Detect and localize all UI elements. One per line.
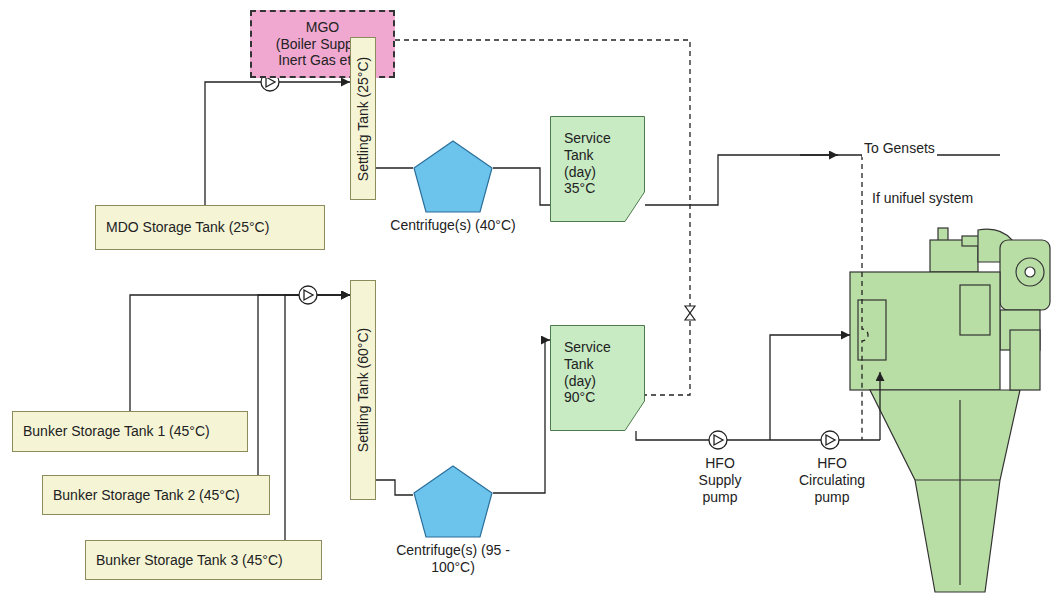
storage-tank: Bunker Storage Tank 1 (45°C) (12, 411, 248, 452)
service-tank: Service Tank (day) 90°C (550, 325, 645, 431)
node-text: Bunker Storage Tank 2 (45°C) (53, 487, 240, 504)
flow-label: If unifuel system (870, 190, 975, 207)
centrifuge-shape (413, 140, 493, 213)
node-text: Service Tank (day) 35°C (550, 116, 624, 197)
pipe-connector (258, 295, 350, 475)
settling-tank: Settling Tank (60°C) (350, 280, 376, 500)
pipe-connector (376, 167, 413, 168)
supply-branch (770, 335, 850, 440)
settling-tank: Settling Tank (25°C) (350, 37, 376, 200)
centrifuge: Centrifuge(s) (40°C) (383, 140, 523, 234)
node-text: Centrifuge(s) (95 - 100°C) (383, 542, 523, 576)
flow-arrow (800, 154, 838, 155)
node-text: Service Tank (day) 90°C (550, 325, 624, 406)
pipe-connector (493, 168, 550, 205)
node-text: MDO Storage Tank (25°C) (106, 219, 269, 236)
service-tank: Service Tank (day) 35°C (550, 116, 645, 222)
pump-symbol (261, 73, 839, 449)
node-text: Settling Tank (25°C) (355, 56, 372, 180)
pipe-connector (130, 295, 350, 411)
flow-label: HFO Supply pump (683, 455, 757, 505)
unifuel-line (862, 155, 868, 440)
node-text: MGO (306, 19, 339, 36)
centrifuge: Centrifuge(s) (95 - 100°C) (383, 465, 523, 576)
centrifuge-shape (413, 465, 493, 538)
pipe-connector (376, 480, 413, 495)
pipe-connector (205, 82, 350, 205)
valve-symbol (685, 306, 695, 320)
pipe-connector (493, 340, 550, 493)
engine-illustration (850, 228, 1050, 592)
node-text: Settling Tank (60°C) (355, 328, 372, 452)
storage-tank: Bunker Storage Tank 2 (45°C) (42, 475, 270, 515)
node-text: Bunker Storage Tank 1 (45°C) (23, 423, 210, 440)
node-text: Centrifuge(s) (40°C) (383, 217, 523, 234)
flow-label: To Gensets (862, 140, 937, 157)
node-text: Bunker Storage Tank 3 (45°C) (96, 552, 283, 569)
storage-tank: Bunker Storage Tank 3 (45°C) (85, 540, 322, 580)
hfo-outlet-line (636, 431, 880, 440)
flow-label: HFO Circulating pump (785, 455, 879, 505)
pipe-connector (285, 295, 350, 540)
storage-tank: MDO Storage Tank (25°C) (95, 205, 325, 250)
circulating-branch (879, 372, 880, 440)
